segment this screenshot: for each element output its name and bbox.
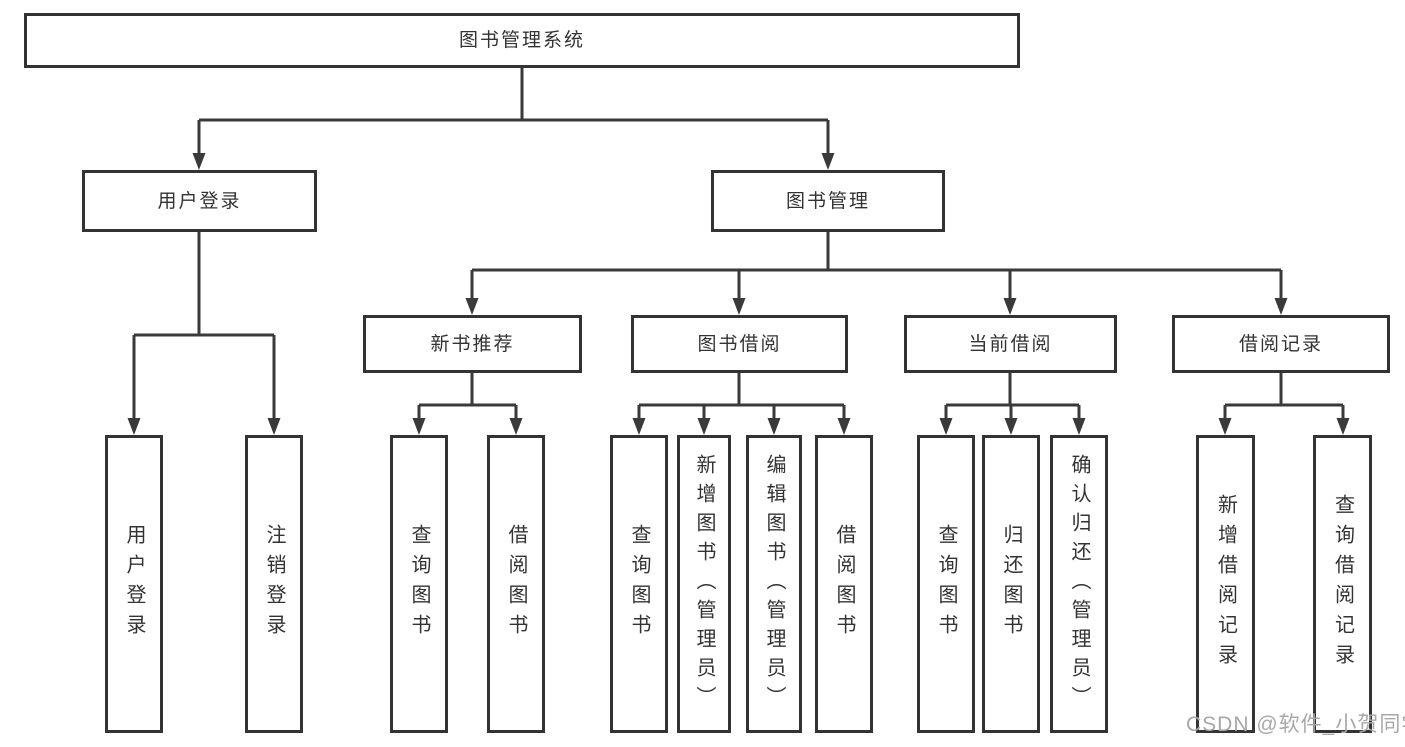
node-return-books: 归还图书 <box>982 435 1040 733</box>
node-add-books-admin: 新增图书（管理员） <box>677 435 731 733</box>
node-edit-books-admin: 编辑图书（管理员） <box>746 435 802 733</box>
node-current-borrow: 当前借阅 <box>904 315 1117 373</box>
csdn-watermark: CSDN @软件_小贺同学 <box>1186 713 1405 736</box>
node-user-login-branch: 用户登录 <box>82 170 317 232</box>
node-book-management-branch: 图书管理 <box>711 170 945 232</box>
node-borrow-books-leaf: 借阅图书 <box>815 435 873 733</box>
node-library-management-system: 图书管理系统 <box>24 13 1020 68</box>
arrowheads <box>127 153 1350 435</box>
node-query-books-recommend: 查询图书 <box>390 435 448 733</box>
node-book-borrow: 图书借阅 <box>631 315 848 373</box>
node-new-book-recommend: 新书推荐 <box>363 315 582 373</box>
node-query-borrow-record: 查询借阅记录 <box>1313 435 1372 733</box>
connector-spines <box>132 68 1345 419</box>
node-logout-leaf: 注销登录 <box>245 435 303 733</box>
node-query-books-current: 查询图书 <box>917 435 975 733</box>
node-query-books-borrow: 查询图书 <box>610 435 668 733</box>
node-borrow-records: 借阅记录 <box>1172 315 1390 373</box>
node-borrow-books-recommend: 借阅图书 <box>487 435 545 733</box>
node-confirm-return-admin: 确认归还（管理员） <box>1050 435 1108 733</box>
node-user-login-leaf: 用户登录 <box>105 435 163 733</box>
node-add-borrow-record: 新增借阅记录 <box>1196 435 1255 733</box>
